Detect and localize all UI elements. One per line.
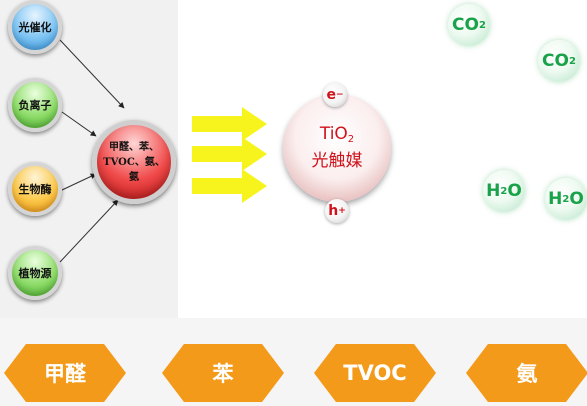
source-label: 光催化 [18, 21, 52, 34]
electron-sign: − [335, 90, 344, 100]
source-label: 负离子 [18, 99, 52, 112]
pollutant-hub: 甲醛、苯、TVOC、氨、氨 [92, 120, 176, 204]
tio2-formula: TiO2 [320, 124, 354, 150]
pollutant-hexagon: 苯 [162, 344, 284, 402]
molecule-sub: 2 [500, 185, 508, 197]
electron-symbol: e [326, 87, 336, 103]
hole-badge: h+ [325, 199, 349, 223]
source-label: 生物酶 [18, 183, 52, 196]
molecule-sub: 2 [562, 193, 570, 205]
pollutant-label: 甲醛 [44, 362, 86, 386]
pollutant-hexagon: 氨 [466, 344, 587, 402]
source-bubble-bio-enzyme: 生物酶 [8, 162, 62, 216]
molecule-main: H [486, 181, 501, 201]
tio2-catalyst: TiO2 光触媒 [283, 94, 391, 202]
molecule-main: CO [542, 51, 569, 71]
tio2-name: 光触媒 [311, 151, 363, 171]
source-bubble-plant-source: 植物源 [8, 246, 62, 300]
connector-line [61, 111, 97, 137]
molecule-main: H [548, 189, 563, 209]
pollutant-hexagon: 甲醛 [4, 344, 126, 402]
pollutant-label: 苯 [212, 362, 234, 386]
pollutant-hub-label: 甲醛、苯、TVOC、氨、氨 [103, 141, 165, 183]
pollutant-label: 氨 [516, 362, 538, 386]
molecule-sub: 2 [568, 55, 576, 67]
source-bubble-photocatalysis: 光催化 [8, 0, 62, 54]
electron-badge: e− [323, 83, 347, 107]
connector-line [59, 39, 125, 109]
formula-main: TiO [319, 124, 348, 144]
molecule-tail: O [569, 189, 584, 209]
pollutant-label: TVOC [343, 361, 407, 385]
molecule-sub: 2 [478, 19, 486, 31]
hole-sign: + [338, 206, 346, 216]
hole-symbol: h [328, 203, 339, 219]
connector-line [59, 199, 119, 263]
yellow-arrow [192, 169, 267, 203]
formula-sub: 2 [347, 134, 355, 145]
yellow-arrow [192, 137, 267, 171]
molecule-tail: O [507, 181, 522, 201]
connector-line [61, 173, 97, 191]
pollutant-hexagon: TVOC [314, 344, 436, 402]
molecule-main: CO [452, 15, 479, 35]
source-bubble-negative-ion: 负离子 [8, 78, 62, 132]
source-label: 植物源 [18, 267, 52, 280]
yellow-arrow [192, 107, 267, 141]
